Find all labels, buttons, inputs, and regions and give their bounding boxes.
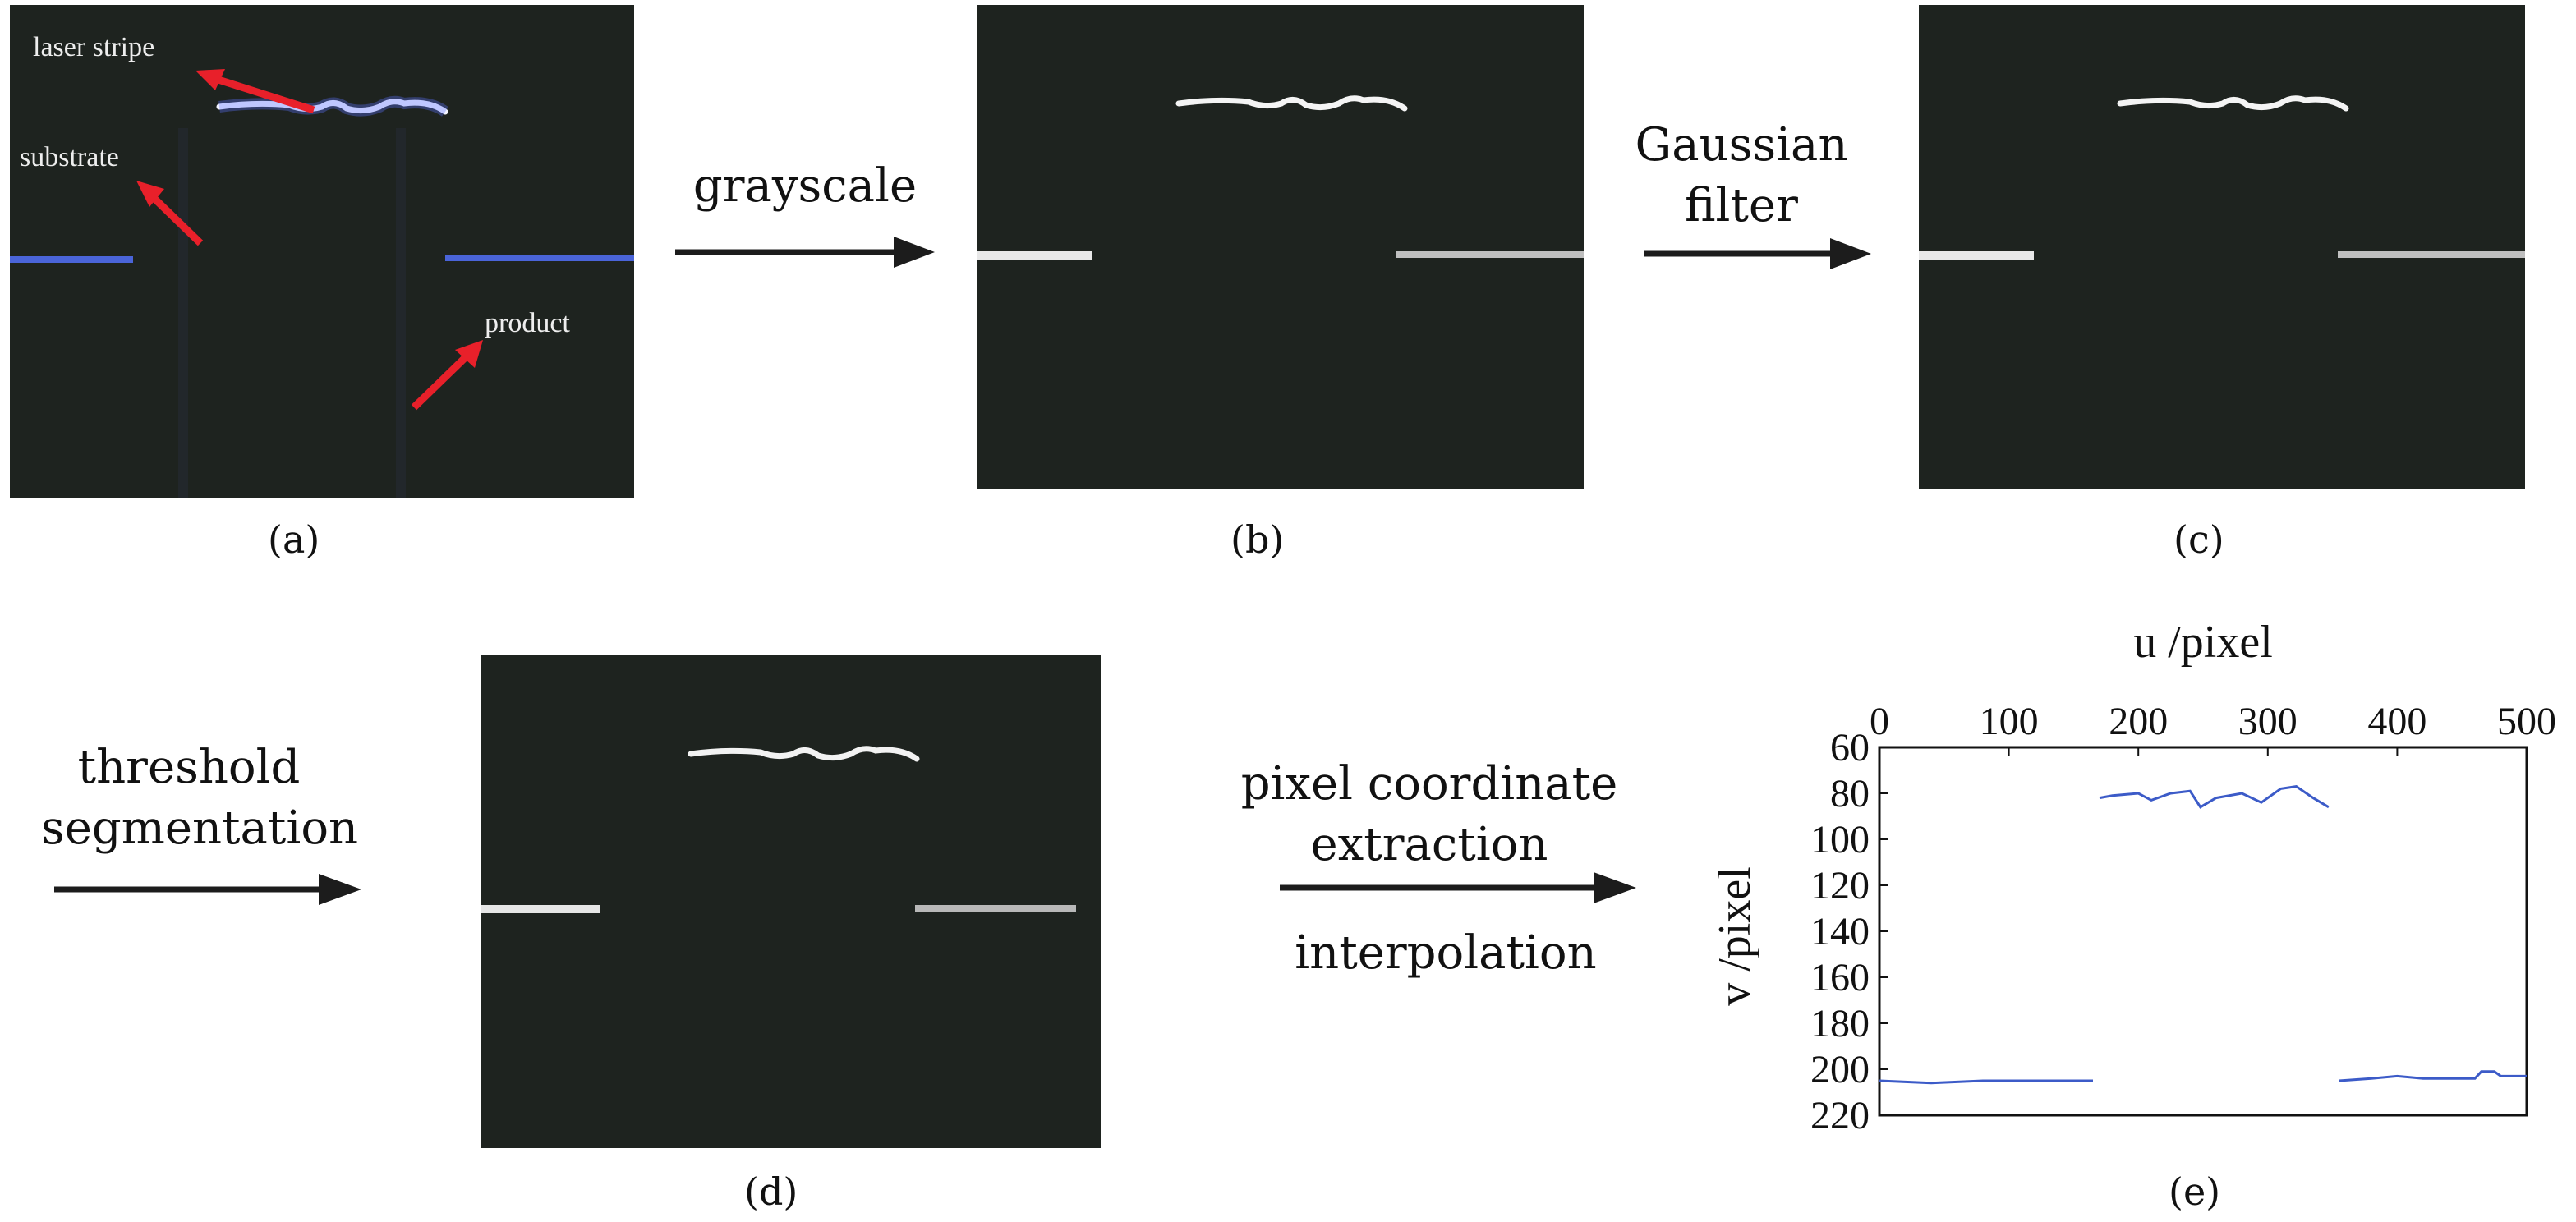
- x-tick-label: 400: [2367, 700, 2426, 743]
- panel-a-image: laser stripe substrate product: [10, 5, 634, 498]
- annotation-product: product: [485, 308, 570, 338]
- series-line-2: [2099, 785, 2330, 809]
- y-tick-label: 200: [1810, 1048, 1870, 1091]
- y-tick-label: 100: [1810, 818, 1870, 861]
- arrow-extraction: [1280, 872, 1636, 903]
- step-label-extraction: pixel coordinate extraction: [1240, 754, 1618, 875]
- panel-c-image: [1919, 5, 2525, 489]
- y-tick-label: 140: [1810, 910, 1870, 953]
- panel-d-image: [481, 655, 1101, 1148]
- chart-ylabel: v /pixel: [1709, 866, 1760, 1006]
- annotation-laser-stripe: laser stripe: [33, 32, 154, 62]
- x-tick-label: 500: [2497, 700, 2556, 743]
- step-label-gaussian: Gaussian filter: [1618, 115, 1865, 237]
- step-label-grayscale: grayscale: [682, 156, 928, 217]
- chart-xlabel: u /pixel: [2133, 617, 2273, 668]
- caption-b: (b): [1230, 517, 1285, 562]
- series-line-3: [2339, 1070, 2527, 1082]
- substrate-line-right: [445, 255, 634, 261]
- step-grayscale-line-1: grayscale: [692, 159, 918, 213]
- red-arrow-laser: [196, 69, 315, 114]
- laser-stripe-curve: [216, 99, 448, 115]
- y-tick-label: 120: [1810, 864, 1870, 907]
- arrow-grayscale: [675, 237, 935, 268]
- step-extraction-line-1: pixel coordinate: [1240, 757, 1618, 811]
- y-tick-label: 60: [1830, 726, 1870, 769]
- y-tick-label: 80: [1830, 772, 1870, 815]
- caption-e: (e): [2169, 1169, 2221, 1214]
- caption-a: (a): [268, 517, 320, 562]
- x-tick-label: 300: [2238, 700, 2298, 743]
- caption-d: (d): [744, 1169, 798, 1214]
- x-tick-label: 200: [2109, 700, 2168, 743]
- y-tick-label: 220: [1810, 1094, 1870, 1137]
- red-arrow-product: [411, 340, 483, 411]
- x-tick-label: 100: [1980, 700, 2039, 743]
- step-threshold-line-2: segmentation: [41, 802, 359, 855]
- caption-c: (c): [2174, 517, 2224, 562]
- step-gaussian-line-1: Gaussian: [1635, 118, 1848, 172]
- x-tick-label: 0: [1870, 700, 1889, 743]
- chart-plot-frame: [1878, 746, 2528, 1117]
- substrate-line-left: [10, 256, 133, 263]
- y-tick-label: 160: [1810, 956, 1870, 999]
- step-gaussian-line-2: filter: [1685, 179, 1798, 232]
- step-label-threshold: threshold segmentation: [41, 737, 359, 859]
- series-line-1: [1879, 1079, 2093, 1085]
- arrow-threshold: [54, 874, 361, 905]
- y-tick-label: 180: [1810, 1002, 1870, 1045]
- step-label-interpolation: interpolation: [1295, 926, 1597, 980]
- red-arrow-substrate: [136, 181, 204, 246]
- step-extraction-line-2: extraction: [1310, 818, 1548, 871]
- arrow-gaussian: [1644, 238, 1871, 269]
- annotation-substrate: substrate: [20, 142, 119, 172]
- panel-b-image: [978, 5, 1584, 489]
- step-threshold-line-1: threshold: [77, 741, 301, 794]
- chart-lines: [1879, 785, 2527, 1085]
